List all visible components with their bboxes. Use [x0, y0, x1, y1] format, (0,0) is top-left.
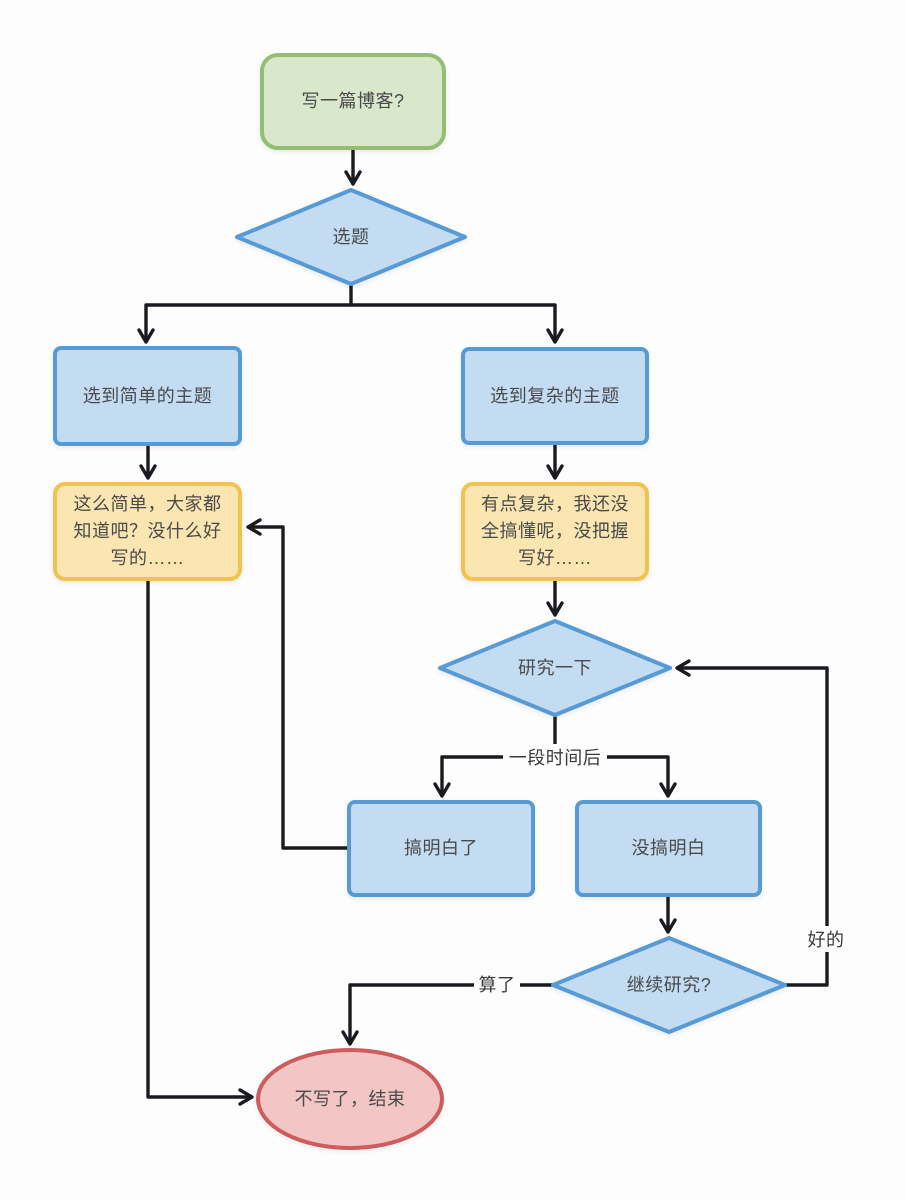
simple-thought-label: 这么简单，大家都知道吧？没什么好写的……: [73, 494, 222, 568]
figured-out-label: 搞明白了: [404, 838, 478, 858]
edge-simple-thought-to-end: [146, 580, 254, 1106]
edge-choose-topic-to-complex-topic: [351, 303, 564, 344]
continue-research-label: 继续研究?: [626, 974, 712, 995]
not-figured-out-label: 没搞明白: [631, 838, 706, 858]
edge-research-to-figured-out: [433, 716, 557, 798]
start-node-shape: [260, 53, 446, 150]
simple-topic-box: [53, 346, 242, 446]
edge-continue-research-to-research: [675, 659, 829, 987]
edge-label-forget-it: 算了: [474, 971, 520, 997]
simple-thought-box: [53, 482, 242, 581]
edge-label-ok: 好的: [803, 926, 849, 952]
complex-thought-label: 有点复杂，我还没全搞懂呢，没把握写好……: [481, 494, 629, 568]
node-layer: [53, 53, 787, 1150]
research-label: 研究一下: [518, 657, 592, 678]
complex-topic-label: 选到复杂的主题: [490, 385, 620, 406]
research-diamond: [438, 619, 672, 717]
continue-research-diamond: [551, 936, 787, 1034]
complex-thought-box: [461, 482, 649, 581]
complex-topic-box: [461, 347, 649, 445]
end-ellipse: [256, 1048, 444, 1150]
choose-topic-label: 选题: [332, 226, 370, 247]
choose-topic-diamond: [235, 188, 467, 286]
edge-figured-out-to-simple-thought: [246, 518, 349, 850]
figured-out-box: [347, 800, 535, 897]
end-label: 不写了，结束: [294, 1088, 406, 1109]
edge-continue-research-to-end: [341, 983, 553, 1046]
not-figured-out-box: [575, 800, 762, 897]
simple-topic-label: 选到简单的主题: [82, 385, 213, 406]
start-node-label: 写一篇博客?: [301, 91, 405, 111]
edge-choose-topic-to-simple-topic: [137, 285, 353, 344]
edge-label-after-a-while: 一段时间后: [503, 744, 607, 770]
